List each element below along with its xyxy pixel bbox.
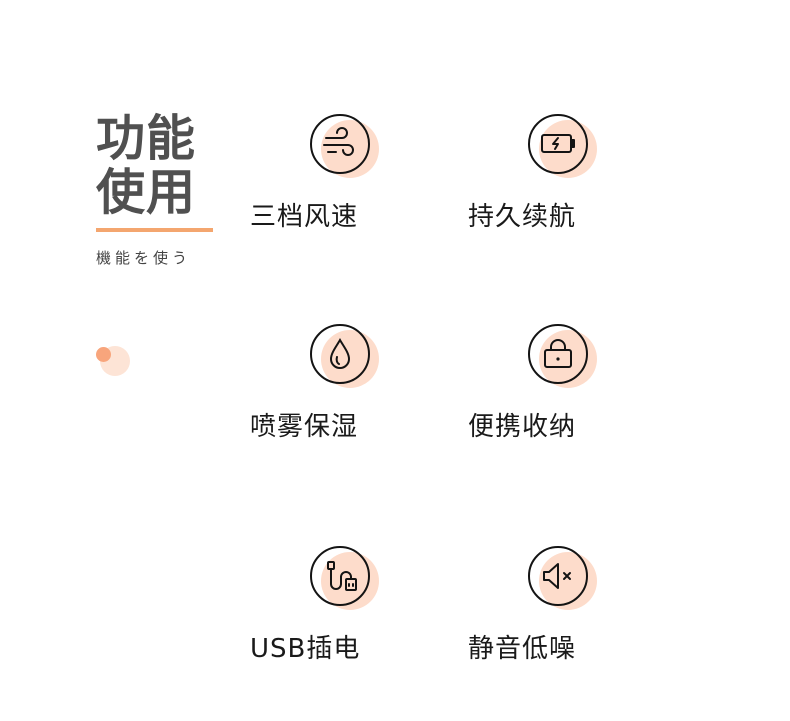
wind-icon (323, 127, 354, 156)
page-title-line-1: 功能 (96, 110, 197, 167)
feature-icon-container (528, 324, 602, 394)
icon-ring (528, 114, 588, 174)
speaker-mute-icon (543, 563, 571, 589)
usb-cable-icon (327, 561, 357, 591)
icon-ring (310, 114, 370, 174)
feature-icon-container (310, 114, 384, 184)
feature-mist-moisturize: 喷雾保湿 (250, 324, 430, 454)
icon-ring (310, 324, 370, 384)
feature-usb-power: USB插电 (250, 546, 430, 676)
feature-label: USB插电 (250, 634, 361, 664)
decorative-dots (94, 344, 134, 380)
feature-label: 便携收纳 (468, 412, 577, 442)
icon-ring (528, 546, 588, 606)
feature-label: 持久续航 (468, 202, 577, 232)
feature-silent-low-noise: 静音低噪 (468, 546, 648, 676)
icon-ring (528, 324, 588, 384)
feature-label: 喷雾保湿 (250, 412, 359, 442)
icon-ring (310, 546, 370, 606)
feature-long-battery: 持久续航 (468, 114, 648, 244)
feature-icon-container (310, 546, 384, 616)
feature-label: 三档风速 (250, 202, 359, 232)
page-title-line-2: 使用 (96, 164, 197, 221)
bag-icon (544, 339, 572, 368)
feature-icon-container (528, 114, 602, 184)
water-drop-icon (329, 337, 351, 369)
title-underline (96, 228, 213, 232)
feature-portable-storage: 便携收纳 (468, 324, 648, 454)
battery-icon (541, 134, 575, 153)
page-subtitle: 機能を使う (96, 249, 192, 267)
feature-icon-container (528, 546, 602, 616)
feature-wind-speed: 三档风速 (250, 114, 430, 244)
decorative-dot-small (96, 347, 111, 362)
feature-icon-container (310, 324, 384, 394)
page-title: 功能 使用 (96, 112, 196, 220)
feature-label: 静音低噪 (468, 634, 577, 664)
